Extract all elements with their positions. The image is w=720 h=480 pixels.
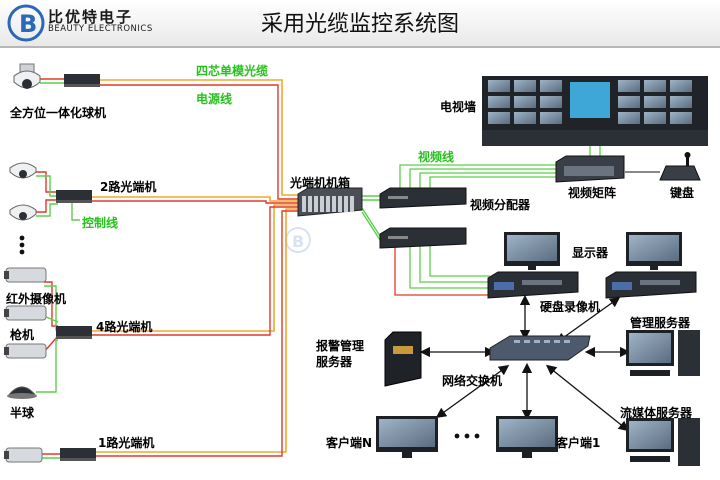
b-logo-icon: B: [7, 4, 45, 42]
label-network-switch: 网络交换机: [442, 374, 503, 388]
label-tv-wall: 电视墙: [440, 100, 477, 114]
watermark: B: [285, 227, 311, 253]
network-links: [419, 294, 631, 432]
optical-transceiver-icon: [64, 74, 100, 87]
label-optic-4ch: 4路光端机: [96, 320, 153, 334]
label-ir-camera: 红外摄像机: [6, 292, 67, 306]
dome-camera-icon: [9, 204, 37, 221]
label-video-matrix: 视频矩阵: [568, 186, 617, 200]
label-four-core-fiber: 四芯单模光缆: [196, 64, 269, 78]
workstation-icon: [626, 418, 700, 466]
label-video-distributor: 视频分配器: [470, 198, 531, 212]
label-bullet-camera: 枪机: [10, 328, 35, 342]
dvr-icon: [605, 271, 697, 299]
server-tower-icon: [384, 331, 422, 387]
video-distributor-icon: [379, 187, 467, 209]
label-monitor: 显示器: [572, 246, 609, 260]
bullet-camera-icon: [4, 267, 47, 283]
label-optic-chassis: 光端机机箱: [290, 176, 351, 190]
label-video-line: 视频线: [418, 150, 455, 164]
optical-transceiver-icon: [56, 190, 92, 203]
ptz-keyboard-icon: [659, 152, 701, 181]
dome-camera-icon: [9, 162, 37, 179]
tv-wall-icon: [482, 76, 708, 146]
dvr-icon: [487, 271, 579, 299]
fiber-power-trunk: [92, 79, 298, 457]
logo-name-cn: 比优特电子: [48, 8, 134, 26]
rack-chassis-icon: [297, 187, 363, 217]
logo-name-en: BEAUTY ELECTRONICS: [48, 24, 153, 34]
label-streaming-server: 流媒体服务器: [620, 406, 693, 420]
dome-camera-icon: [13, 63, 41, 89]
label-optic-2ch: 2路光端机: [100, 180, 157, 194]
label-ptz-dome: 全方位一体化球机: [10, 106, 107, 120]
ellipsis-dots: [454, 433, 480, 439]
label-client-1: 客户端1: [556, 436, 601, 450]
video-line-bundle: [361, 139, 660, 296]
label-control-line: 控制线: [82, 216, 119, 230]
label-keyboard: 键盘: [670, 186, 695, 200]
network-switch-icon: [489, 335, 591, 361]
monitor-icon: [376, 416, 438, 458]
workstation-icon: [626, 330, 700, 376]
bullet-camera-icon: [4, 343, 47, 359]
page-title: 采用光缆监控系统图: [260, 12, 459, 37]
header-bar: B 比优特电子 BEAUTY ELECTRONICS 采用光缆监控系统图: [0, 0, 720, 48]
svg-text:B: B: [292, 232, 304, 251]
video-distributor-icon: [379, 227, 467, 249]
label-mgmt-server: 管理服务器: [630, 316, 691, 330]
ellipsis-dots: [19, 235, 25, 255]
bullet-camera-icon: [4, 305, 47, 321]
optical-transceiver-icon: [60, 448, 96, 461]
monitor-icon: [626, 232, 682, 270]
label-client-n: 客户端N: [326, 436, 373, 450]
label-power-line: 电源线: [196, 92, 233, 106]
monitor-icon: [504, 232, 560, 270]
monitor-icon: [496, 416, 558, 458]
svg-text:B: B: [19, 10, 37, 38]
half-dome-icon: [6, 386, 38, 399]
label-alarm-server: 报警管理 服务器: [316, 339, 365, 369]
bullet-camera-icon: [4, 447, 43, 463]
label-dvr: 硬盘录像机: [540, 300, 601, 314]
label-half-dome: 半球: [10, 406, 35, 420]
video-matrix-icon: [555, 155, 625, 183]
label-optic-1ch: 1路光端机: [98, 436, 155, 450]
optical-transceiver-icon: [56, 326, 92, 339]
